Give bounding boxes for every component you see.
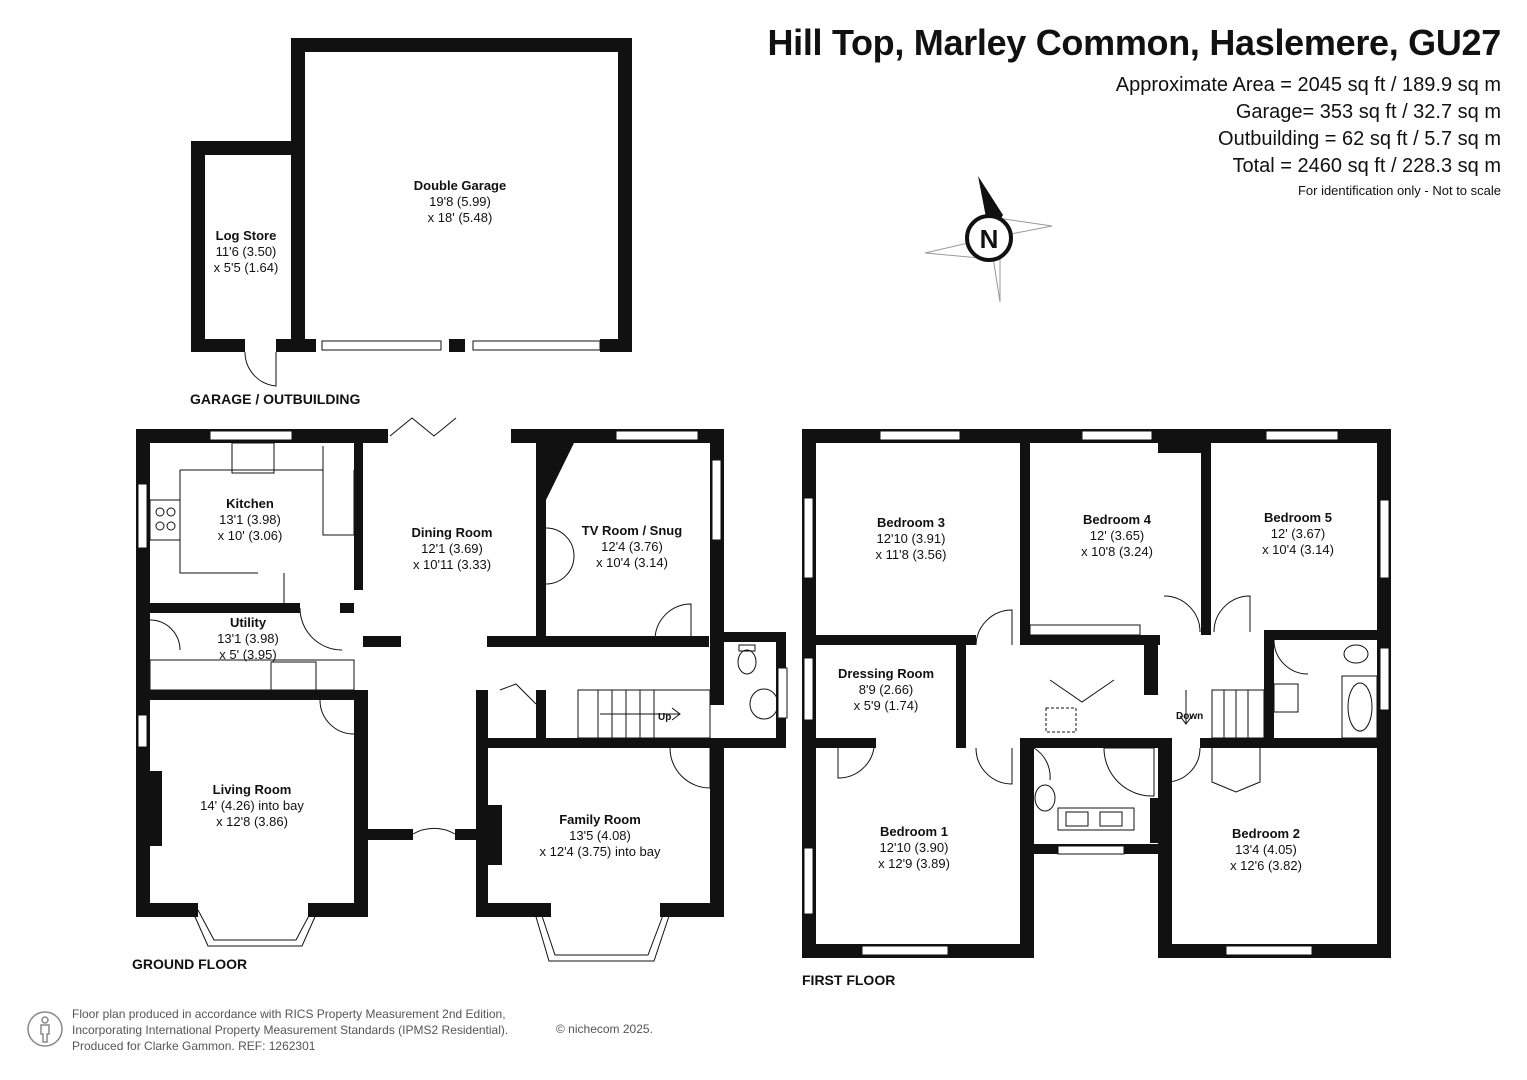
- room-dim-kitchen-2: x 10' (3.06): [218, 528, 283, 543]
- room-dim-bedroom-5-2: x 10'4 (3.14): [1262, 542, 1334, 557]
- footer-notes: Floor plan produced in accordance with R…: [72, 1006, 508, 1054]
- area-outbuilding: Outbuilding = 62 sq ft / 5.7 sq m: [1218, 128, 1501, 150]
- room-name-bedroom-4: Bedroom 4: [1083, 512, 1152, 527]
- room-dim-bedroom-2-2: x 12'6 (3.82): [1230, 858, 1302, 873]
- room-name-double-garage: Double Garage: [414, 178, 506, 193]
- room-dim-log-store-1: 11'6 (3.50): [216, 244, 277, 259]
- property-title: Hill Top, Marley Common, Haslemere, GU27: [767, 22, 1501, 63]
- room-dim-dining-room-1: 12'1 (3.69): [421, 541, 483, 556]
- area-summary: Approximate Area = 2045 sq ft / 189.9 sq…: [1116, 72, 1501, 180]
- room-dim-dressing-room-2: x 5'9 (1.74): [854, 698, 919, 713]
- room-name-utility: Utility: [230, 615, 267, 630]
- stair-label-up: Up: [658, 712, 671, 723]
- room-dim-bedroom-4-2: x 10'8 (3.24): [1081, 544, 1153, 559]
- room-dim-bedroom-3-1: 12'10 (3.91): [877, 531, 946, 546]
- footer-line-3: Produced for Clarke Gammon. REF: 1262301: [72, 1039, 316, 1053]
- room-dim-living-room-1: 14' (4.26) into bay: [200, 798, 304, 813]
- room-name-kitchen: Kitchen: [226, 496, 274, 511]
- room-dim-bedroom-1-2: x 12'9 (3.89): [878, 856, 950, 871]
- room-dim-utility-2: x 5' (3.95): [219, 647, 276, 662]
- room-name-bedroom-2: Bedroom 2: [1232, 826, 1300, 841]
- room-name-log-store: Log Store: [216, 228, 277, 243]
- room-dim-dressing-room-1: 8'9 (2.66): [859, 682, 914, 697]
- first-floor-plan: [802, 429, 1391, 958]
- room-name-bedroom-1: Bedroom 1: [880, 824, 948, 839]
- room-dim-dining-room-2: x 10'11 (3.33): [413, 557, 491, 572]
- footer-line-2: Incorporating International Property Mea…: [72, 1023, 509, 1037]
- scale-note: For identification only - Not to scale: [1297, 183, 1501, 198]
- room-dim-tv-room-1: 12'4 (3.76): [601, 539, 663, 554]
- room-dim-utility-1: 13'1 (3.98): [217, 631, 279, 646]
- footer-line-1: Floor plan produced in accordance with R…: [72, 1007, 506, 1021]
- garage-outbuilding-plan: [191, 38, 632, 387]
- room-dim-bedroom-4-1: 12' (3.65): [1090, 528, 1145, 543]
- room-dim-double-garage-2: x 18' (5.48): [428, 210, 493, 225]
- room-dim-kitchen-1: 13'1 (3.98): [219, 512, 281, 527]
- room-name-tv-room: TV Room / Snug: [582, 523, 682, 538]
- room-dim-tv-room-2: x 10'4 (3.14): [596, 555, 668, 570]
- first-floor-stairs: [1179, 689, 1265, 739]
- floor-label-outbuilding: GARAGE / OUTBUILDING: [190, 391, 360, 407]
- compass-rose: N: [924, 176, 1053, 303]
- room-name-bedroom-3: Bedroom 3: [877, 515, 945, 530]
- footer-credit: © nichecom 2025.: [556, 1022, 653, 1036]
- ground-floor-stairs: [577, 689, 711, 739]
- room-dim-double-garage-1: 19'8 (5.99): [429, 194, 491, 209]
- room-name-family-room: Family Room: [559, 812, 641, 827]
- room-dim-family-room-2: x 12'4 (3.75) into bay: [540, 844, 661, 859]
- room-dim-bedroom-3-2: x 11'8 (3.56): [876, 547, 947, 562]
- area-approximate: Approximate Area = 2045 sq ft / 189.9 sq…: [1115, 74, 1501, 96]
- room-dim-living-room-2: x 12'8 (3.86): [216, 814, 288, 829]
- room-dim-bedroom-5-1: 12' (3.67): [1271, 526, 1326, 541]
- compass-north-letter: N: [980, 224, 999, 254]
- floor-label-ground: GROUND FLOOR: [132, 956, 247, 972]
- ground-floor-plan: [136, 417, 788, 962]
- area-garage: Garage= 353 sq ft / 32.7 sq m: [1235, 101, 1501, 123]
- room-dim-bedroom-1-1: 12'10 (3.90): [880, 840, 949, 855]
- room-name-dining-room: Dining Room: [412, 525, 493, 540]
- person-icon: [27, 1011, 63, 1047]
- room-name-bedroom-5: Bedroom 5: [1264, 510, 1332, 525]
- stair-label-down: Down: [1176, 711, 1203, 722]
- floor-label-first: FIRST FLOOR: [802, 972, 895, 988]
- room-dim-bedroom-2-1: 13'4 (4.05): [1235, 842, 1297, 857]
- area-total: Total = 2460 sq ft / 228.3 sq m: [1232, 155, 1502, 177]
- room-name-dressing-room: Dressing Room: [838, 666, 934, 681]
- room-dim-family-room-1: 13'5 (4.08): [569, 828, 631, 843]
- room-name-living-room: Living Room: [213, 782, 292, 797]
- room-dim-log-store-2: x 5'5 (1.64): [214, 260, 279, 275]
